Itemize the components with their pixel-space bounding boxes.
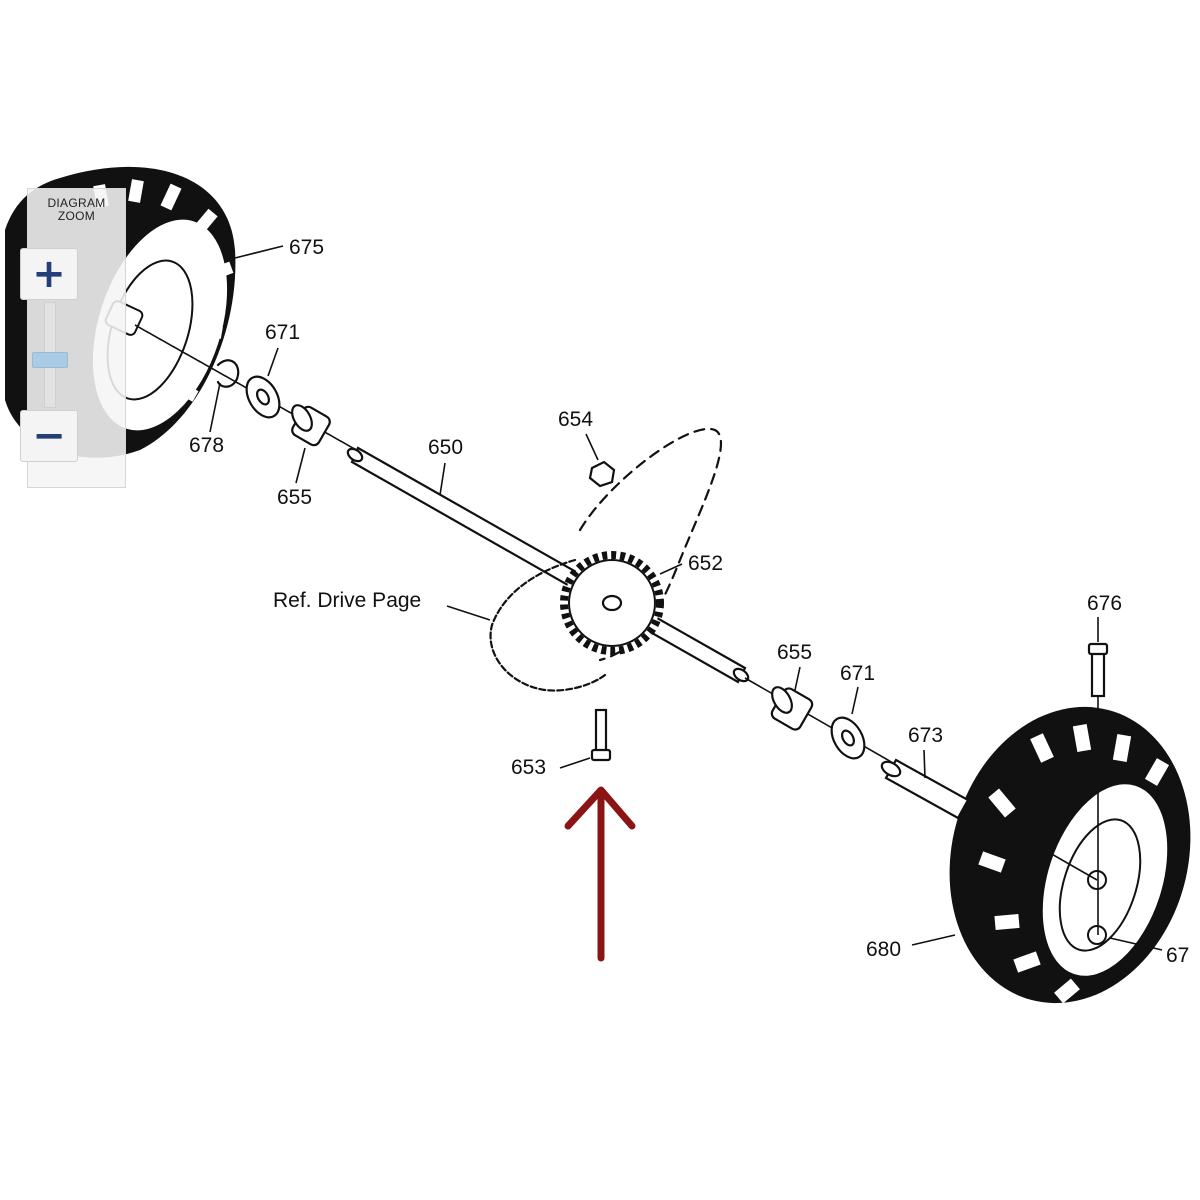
minus-icon: − bbox=[32, 413, 66, 459]
label-ref-drive-page: Ref. Drive Page bbox=[273, 589, 421, 612]
plus-icon: + bbox=[32, 251, 66, 297]
label-653: 653 bbox=[511, 756, 546, 779]
label-671-right: 671 bbox=[840, 662, 875, 685]
leader-lines bbox=[209, 245, 1163, 951]
label-680: 680 bbox=[866, 938, 901, 961]
label-675: 675 bbox=[289, 236, 324, 259]
up-arrow-icon bbox=[564, 786, 636, 962]
label-676: 676 bbox=[1087, 592, 1122, 615]
label-673: 673 bbox=[908, 724, 943, 747]
label-650: 650 bbox=[428, 436, 463, 459]
zoom-out-button[interactable]: − bbox=[20, 410, 78, 462]
label-652: 652 bbox=[688, 552, 723, 575]
right-wheel bbox=[949, 706, 1191, 1004]
label-655-right: 655 bbox=[777, 641, 812, 664]
zoom-in-button[interactable]: + bbox=[20, 248, 78, 300]
label-655-left: 655 bbox=[277, 486, 312, 509]
part-labels: 675 671 678 655 650 654 652 Ref. Drive P… bbox=[189, 236, 1189, 967]
label-671-left: 671 bbox=[265, 321, 300, 344]
zoom-title: DIAGRAM ZOOM bbox=[47, 196, 106, 223]
sprocket-and-chain bbox=[489, 427, 723, 762]
zoom-slider-thumb[interactable] bbox=[32, 352, 68, 368]
label-67x: 67 bbox=[1166, 944, 1189, 967]
label-678: 678 bbox=[189, 434, 224, 457]
label-654: 654 bbox=[558, 408, 593, 431]
